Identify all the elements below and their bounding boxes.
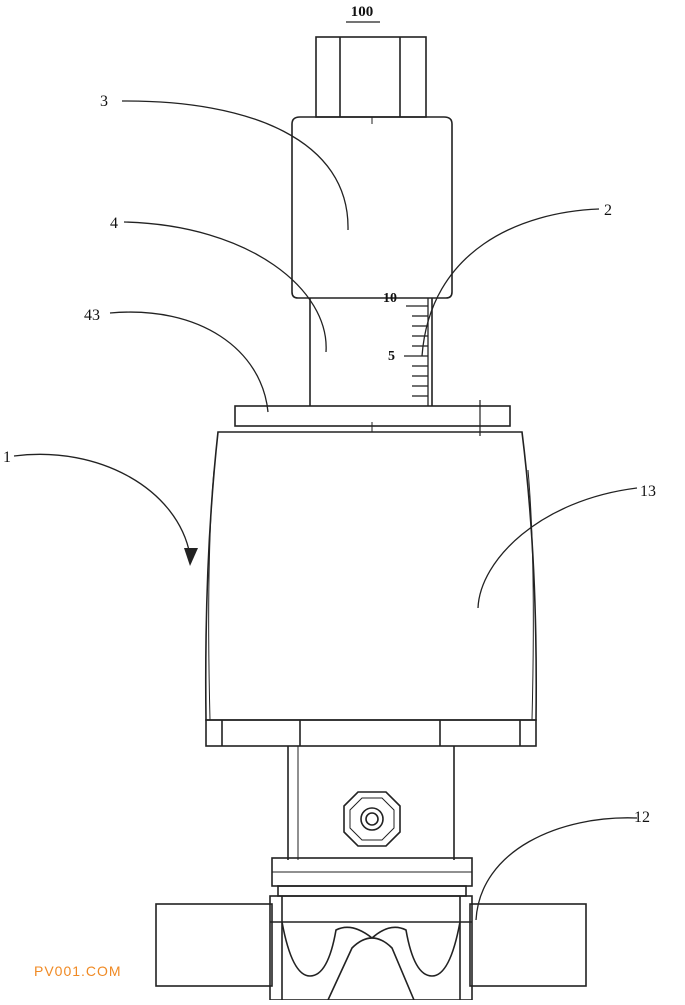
label-12: 12 [634,809,650,826]
flange-43 [234,400,511,436]
arrow-head-1 [184,548,198,566]
body-component-13 [204,431,538,747]
scale-label-5: 5 [388,349,395,364]
leader-2 [421,208,600,357]
pipe-connection-12 [155,895,587,1001]
label-43: 43 [84,307,100,324]
scale-label-10: 10 [383,291,397,306]
leader-13 [477,487,638,609]
label-2: 2 [604,202,612,219]
watermark: PV001.COM [34,963,122,979]
label-1: 1 [3,449,11,466]
leader-43 [109,311,269,413]
sleeve-component-4 [309,298,433,406]
cap-component-3 [291,116,453,299]
scale-ticks [404,298,429,406]
leader-1 [13,453,191,556]
collar [271,857,473,897]
leader-lines [13,100,638,921]
label-4: 4 [110,215,118,232]
label-13: 13 [640,483,656,500]
label-3: 3 [100,93,108,110]
leader-4 [123,221,327,353]
hex-nut [343,791,401,847]
lower-neck [287,746,455,860]
leader-12 [475,817,638,921]
figure-number: 100 [351,4,374,20]
top-stem [315,36,427,118]
leader-3 [121,100,349,231]
